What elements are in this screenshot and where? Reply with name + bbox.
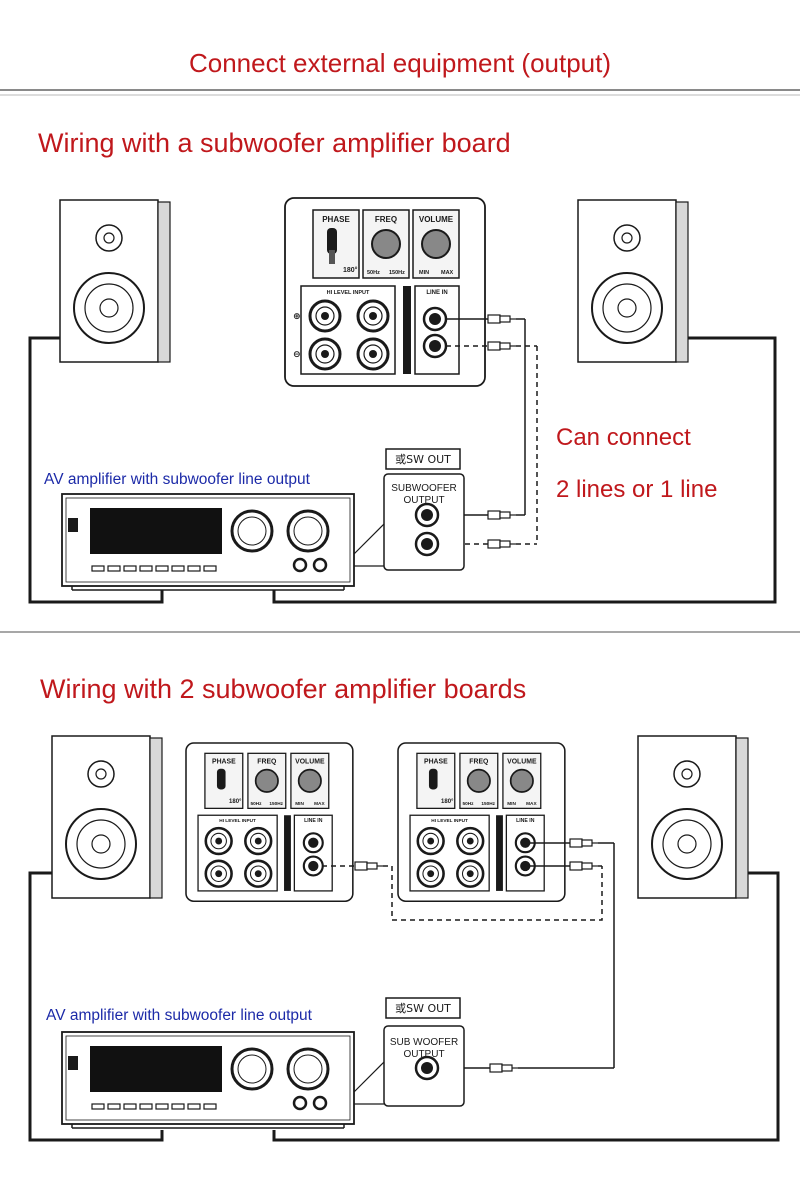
- av-amp-label-1: AV amplifier with subwoofer line output: [44, 471, 311, 488]
- note-line2: 2 lines or 1 line: [556, 476, 717, 503]
- sw-out-box-1-line2: OUTPUT: [403, 495, 444, 506]
- board2b-phase-180: 180°: [441, 799, 454, 805]
- board1-vol-min: MIN: [419, 270, 429, 276]
- board1-vol-max: MAX: [441, 270, 454, 276]
- board1-phase-label: PHASE: [322, 215, 350, 224]
- speaker-wires-1: [28, 336, 777, 604]
- board2a-freq-label: FREQ: [257, 759, 277, 766]
- board2b-freq-label: FREQ: [469, 759, 489, 766]
- av-amplifier-2: [60, 1030, 356, 1130]
- board2a-freq-max: 150Hz: [269, 801, 283, 807]
- sw-out-box-1-line1: SUBWOOFER: [391, 483, 457, 494]
- board2b-vol-min: MIN: [507, 801, 516, 807]
- board1-line-in-label: LINE IN: [426, 290, 447, 296]
- board2b-vol-max: MAX: [526, 801, 537, 807]
- sw-out-box-2-line1: SUB WOOFER: [390, 1037, 458, 1048]
- speaker-wires-2: [28, 871, 780, 1142]
- board1-hi-level-label: HI LEVEL INPUT: [327, 290, 370, 296]
- sw-out-tag-1-text: 或SW OUT: [395, 453, 451, 466]
- callout-1: [351, 523, 385, 567]
- board2b-line-in-label: LINE IN: [516, 818, 535, 824]
- section2-heading: Wiring with 2 subwoofer amplifier boards: [40, 674, 526, 704]
- board2a-phase-label: PHASE: [212, 759, 236, 766]
- speaker-left-2: [51, 735, 163, 899]
- subwoofer-output-box-2: SUB WOOFER OUTPUT: [383, 1025, 465, 1107]
- speaker-right-1: [577, 199, 689, 363]
- board2b-freq-min: 50Hz: [463, 801, 475, 807]
- speaker-right-2: [637, 735, 749, 899]
- board1-freq-min: 50Hz: [367, 270, 380, 276]
- board2a-freq-min: 50Hz: [251, 801, 263, 807]
- speaker-left-1: [59, 199, 171, 363]
- sw-out-tag-2: 或SW OUT: [385, 997, 461, 1019]
- subwoofer-amp-board-2b: PHASE 180° FREQ 50Hz 150Hz VOLUME MIN MA…: [397, 742, 566, 903]
- section1-heading: Wiring with a subwoofer amplifier board: [38, 128, 511, 158]
- signal-cables-1: [438, 314, 538, 549]
- sw-out-box-2-line2: OUTPUT: [403, 1049, 444, 1060]
- sw-out-tag-2-text: 或SW OUT: [395, 1002, 451, 1015]
- subwoofer-output-box-1: SUBWOOFER OUTPUT: [383, 473, 465, 571]
- board2a-vol-max: MAX: [314, 801, 325, 807]
- svg-text:⊖: ⊖: [293, 349, 301, 359]
- av-amp-label-2: AV amplifier with subwoofer line output: [46, 1007, 313, 1024]
- board2b-volume-label: VOLUME: [507, 759, 537, 766]
- sw-out-tag-1: 或SW OUT: [385, 448, 461, 470]
- board2a-vol-min: MIN: [295, 801, 304, 807]
- svg-text:⊕: ⊕: [293, 311, 301, 321]
- board2b-phase-label: PHASE: [424, 759, 448, 766]
- board2b-freq-max: 150Hz: [481, 801, 495, 807]
- subwoofer-amp-board-1: PHASE 180° FREQ 50Hz 150Hz VOLUME MIN MA…: [284, 197, 486, 387]
- board2a-line-in-label: LINE IN: [304, 818, 323, 824]
- board2a-volume-label: VOLUME: [295, 759, 325, 766]
- board1-freq-label: FREQ: [375, 215, 397, 224]
- board1-phase-180: 180°: [343, 266, 358, 274]
- board2b-hi-level-label: HI LEVEL INPUT: [431, 818, 468, 824]
- board2a-hi-level-label: HI LEVEL INPUT: [219, 818, 256, 824]
- board2a-phase-180: 180°: [229, 799, 242, 805]
- page-title: Connect external equipment (output): [189, 48, 611, 78]
- board1-volume-label: VOLUME: [419, 215, 454, 224]
- note-line1: Can connect: [556, 424, 691, 451]
- board1-freq-max: 150Hz: [389, 270, 405, 276]
- av-amplifier-1: [60, 492, 356, 592]
- subwoofer-amp-board-2a: PHASE 180° FREQ 50Hz 150Hz VOLUME MIN MA…: [185, 742, 354, 903]
- callout-2: [351, 1061, 385, 1105]
